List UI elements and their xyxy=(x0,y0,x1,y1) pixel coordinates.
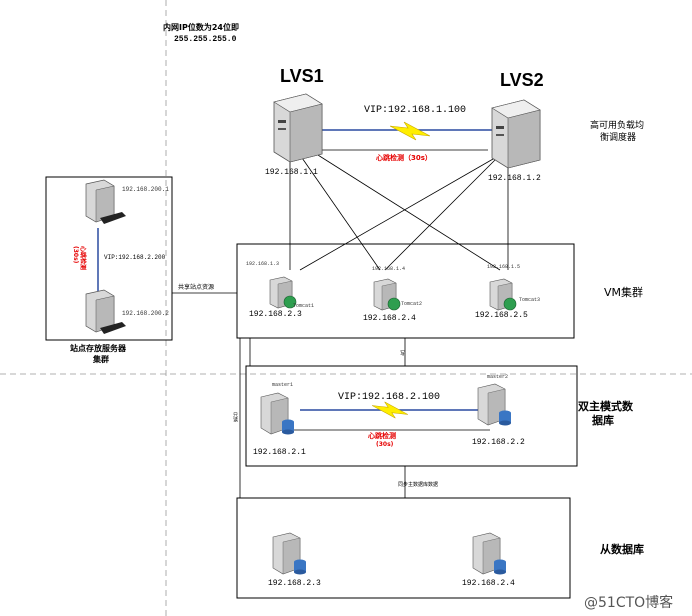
db-master1-icon xyxy=(258,392,298,442)
storage-label-line1: 站点存放服务器 xyxy=(70,344,126,353)
subnet-note-line2: 255.255.255.0 xyxy=(174,35,237,44)
vm-node3-top-ip: 192.168.1.5 xyxy=(487,264,521,270)
slave2-db-icon xyxy=(470,532,510,582)
db-master2-label: master2 xyxy=(487,374,509,380)
watermark: @51CTO博客 xyxy=(584,595,674,611)
share-resource-label: 共享站点资源 xyxy=(178,284,215,291)
storage-ip1: 192.168.200.1 xyxy=(122,186,169,193)
lvs-group-label-line2: 衡调度器 xyxy=(600,133,637,143)
vm-node1-icon xyxy=(268,276,300,314)
db-master1-label: master1 xyxy=(272,382,294,388)
lvs2-ip: 192.168.1.2 xyxy=(488,174,541,183)
lvs1-ip: 192.168.1.1 xyxy=(265,168,318,177)
lvs-vip: VIP:192.168.1.100 xyxy=(364,105,467,116)
vm-node1-top-ip: 192.168.1.3 xyxy=(246,261,280,267)
read-only-label: 只读 xyxy=(232,412,238,422)
vm-write-label: 写 xyxy=(400,351,406,357)
vm-node3-name: Tomcat3 xyxy=(519,297,541,303)
db-label-line1: 双主模式数 xyxy=(578,400,633,413)
sync-label: 同步主数据库数据 xyxy=(398,482,439,488)
storage-label-line2: 集群 xyxy=(93,355,109,364)
db-vip: VIP:192.168.2.100 xyxy=(338,392,441,403)
db-lightning-icon xyxy=(372,401,408,419)
vm-node2-top-ip: 192.168.1.4 xyxy=(372,266,406,272)
vm-node2-name: Tomcat2 xyxy=(401,301,423,307)
storage-server2-icon xyxy=(82,288,126,340)
db-label-line2: 据库 xyxy=(592,414,614,427)
db-heartbeat-line1: 心跳检测 xyxy=(368,432,396,440)
subnet-note-line1: 内网IP位数为24位即 xyxy=(163,23,239,32)
vm-node3-ip: 192.168.2.5 xyxy=(475,311,528,320)
lvs1-title: LVS1 xyxy=(280,66,324,86)
storage-heartbeat: 心跳检测 (30s) xyxy=(72,246,88,271)
db-heartbeat-line2: (30s) xyxy=(376,441,394,448)
vm-node2-icon xyxy=(372,278,404,316)
vm-node2-ip: 192.168.2.4 xyxy=(363,314,416,323)
slave1-ip: 192.168.2.3 xyxy=(268,579,321,588)
storage-server1-icon xyxy=(82,178,126,230)
slave2-ip: 192.168.2.4 xyxy=(462,579,515,588)
storage-ip2: 192.168.200.2 xyxy=(122,310,169,317)
lvs-group-label-line1: 高可用负载均 xyxy=(590,121,645,131)
vm-node3-icon xyxy=(488,278,520,316)
lvs2-title: LVS2 xyxy=(500,70,544,90)
vm-node1-name: Tomcat1 xyxy=(293,303,315,309)
lvs-lightning-icon xyxy=(390,121,430,141)
db-master2-icon xyxy=(475,383,515,433)
lvs-heartbeat: 心跳检测（30s） xyxy=(376,154,432,162)
lvs2-server-icon xyxy=(482,98,542,174)
db-master2-ip: 192.168.2.2 xyxy=(472,438,525,447)
db-master1-ip: 192.168.2.1 xyxy=(253,448,306,457)
slave-db-label: 从数据库 xyxy=(600,543,644,556)
storage-heartbeat-line2: (30s) xyxy=(72,246,79,264)
storage-heartbeat-line1: 心跳检测 xyxy=(79,246,86,271)
slave1-db-icon xyxy=(270,532,310,582)
vm-node1-ip: 192.168.2.3 xyxy=(249,310,302,319)
storage-vip: VIP:192.168.2.200 xyxy=(104,254,166,261)
lvs1-server-icon xyxy=(264,92,324,168)
vm-cluster-label: VM集群 xyxy=(604,286,644,299)
